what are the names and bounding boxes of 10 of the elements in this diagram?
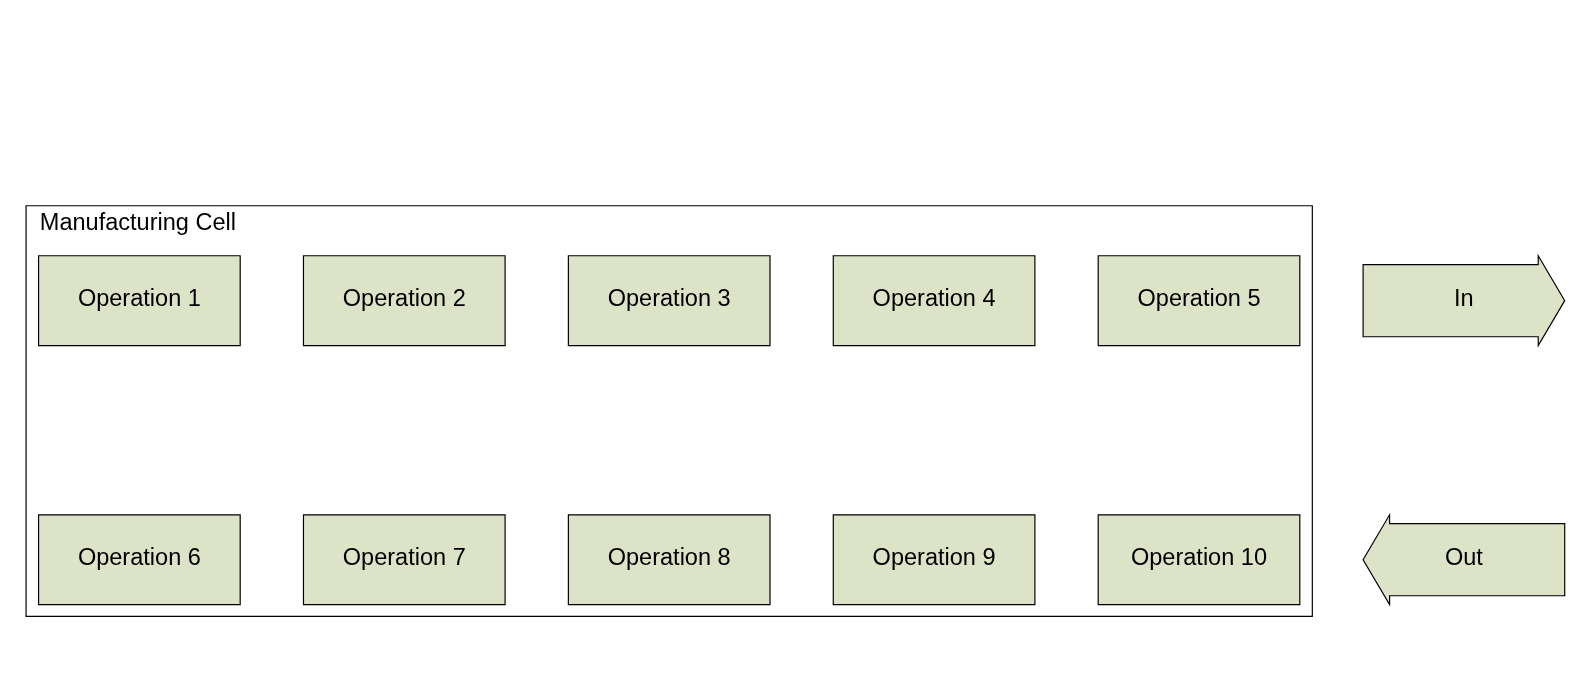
- node-box: Operation 8: [567, 514, 771, 606]
- node-box: Operation 3: [567, 255, 771, 347]
- node-box: Operation 5: [1097, 255, 1301, 347]
- node-box: Operation 6: [38, 514, 241, 606]
- node-box: Operation 9: [832, 514, 1036, 606]
- node-box: Operation 4: [832, 255, 1036, 347]
- node-box: Operation 1: [38, 255, 241, 347]
- node-box: Operation 10: [1097, 514, 1301, 606]
- node-box: Operation 2: [302, 255, 506, 347]
- node-box: Operation 7: [302, 514, 506, 606]
